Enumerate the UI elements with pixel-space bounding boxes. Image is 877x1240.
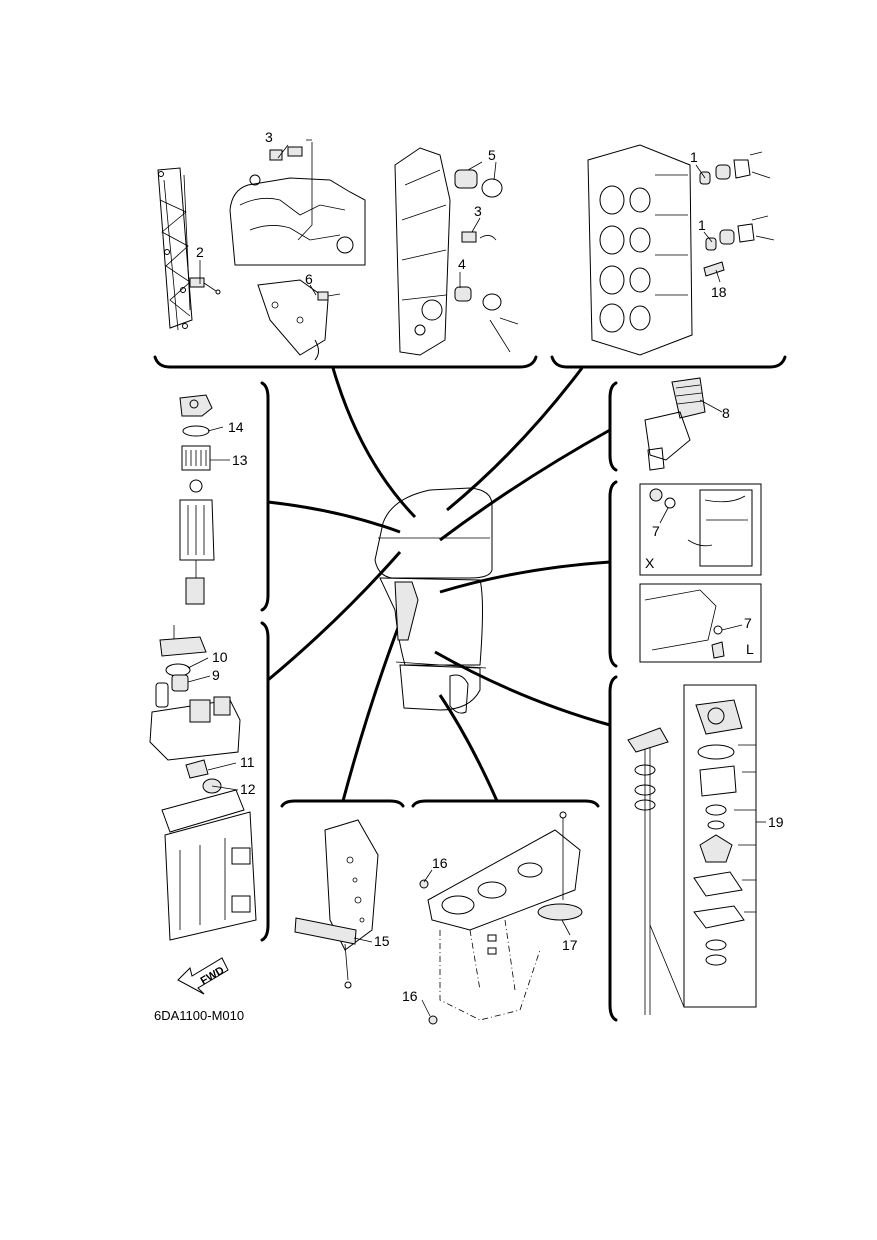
oil-filter-illustration [644, 377, 706, 471]
water-pump-illustration [627, 684, 757, 1015]
callout-10: 10 [212, 649, 228, 665]
callout-3-mid: 3 [474, 203, 482, 219]
fuel-filter-illustration [179, 394, 215, 605]
exhaust-cover-illustration [394, 147, 519, 356]
diagram-code: 6DA1100-M010 [154, 1008, 244, 1023]
detail-box-x [639, 483, 762, 576]
callout-5: 5 [488, 147, 496, 163]
crankcase-illustration [229, 142, 366, 361]
callout-16-top: 16 [432, 855, 448, 871]
callout-labels: 2 3 6 5 3 4 1 1 18 14 13 8 7 X 7 L 10 9 … [196, 129, 784, 1004]
detail-box-l [639, 583, 762, 663]
forward-direction-arrow: FWD [177, 957, 229, 995]
callout-19: 19 [768, 814, 784, 830]
callout-1-top: 1 [690, 149, 698, 165]
callout-14: 14 [228, 419, 244, 435]
callout-17: 17 [562, 937, 578, 953]
callout-11: 11 [240, 754, 255, 770]
callout-4: 4 [458, 256, 466, 272]
callout-3-top: 3 [265, 129, 273, 145]
view-label-l: L [746, 641, 754, 657]
outboard-engine-outline [374, 487, 493, 714]
callout-18: 18 [711, 284, 727, 300]
callout-12: 12 [240, 781, 256, 797]
vapor-separator-illustration [149, 625, 257, 941]
callout-8: 8 [722, 405, 730, 421]
cylinder-head-illustration [587, 144, 775, 356]
callout-7-l: 7 [744, 615, 752, 631]
callout-2: 2 [196, 244, 204, 260]
lower-casing-illustration [419, 811, 583, 1025]
callout-1-mid: 1 [698, 217, 706, 233]
callout-6: 6 [305, 271, 313, 287]
callout-9: 9 [212, 667, 220, 683]
view-label-x: X [645, 555, 655, 571]
callout-7-x: 7 [652, 523, 660, 539]
trim-tab-anode-illustration [294, 819, 379, 989]
intake-gasket-illustration [157, 167, 221, 331]
callout-16-bottom: 16 [402, 988, 418, 1004]
leader-lines [267, 367, 611, 802]
callout-leaders [187, 139, 766, 1017]
callout-15: 15 [374, 933, 390, 949]
fwd-label: FWD [199, 964, 227, 987]
group-brackets [153, 355, 787, 1022]
callout-13: 13 [232, 452, 248, 468]
